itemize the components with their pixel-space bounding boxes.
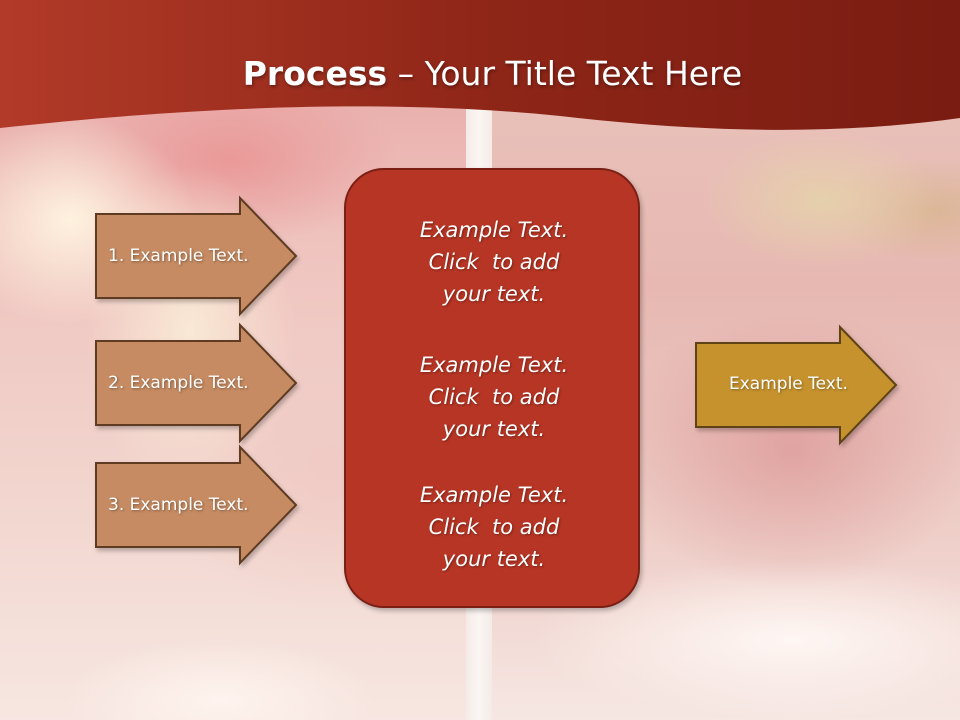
input-arrow-label-1: 1. Example Text. [108, 246, 249, 266]
center-text-block-3: Example Text. Click to add your text. [346, 479, 642, 575]
slide-title: Process – Your Title Text Here [0, 52, 960, 96]
input-arrow-1[interactable] [95, 195, 298, 317]
center-block-2-line-1: Example Text. [419, 353, 569, 377]
input-arrow-label-2: 2. Example Text. [108, 373, 249, 393]
output-arrow-label: Example Text. [729, 374, 848, 394]
input-arrow-label-3: 3. Example Text. [108, 495, 249, 515]
title-banner [0, 0, 960, 130]
center-text-block-2: Example Text. Click to add your text. [346, 349, 642, 445]
center-block-3-line-2: Click to add [428, 515, 560, 539]
title-separator: – [387, 54, 425, 93]
center-block-1-line-1: Example Text. [419, 218, 569, 242]
input-arrow-3[interactable] [95, 444, 298, 566]
center-block-2-line-2: Click to add [428, 385, 560, 409]
center-block-1-line-2: Click to add [428, 250, 560, 274]
output-arrow[interactable] [695, 324, 898, 446]
center-block-3-line-1: Example Text. [419, 483, 569, 507]
center-block-2-line-3: your text. [442, 417, 546, 441]
center-block-3-line-3: your text. [442, 547, 546, 571]
title-bold-text: Process [242, 54, 388, 93]
input-arrow-2[interactable] [95, 322, 298, 444]
center-text-block-1: Example Text. Click to add your text. [346, 214, 642, 310]
center-process-box[interactable]: Example Text. Click to add your text. Ex… [344, 168, 640, 608]
title-rest-text: Your Title Text Here [424, 54, 743, 93]
center-block-1-line-3: your text. [442, 282, 546, 306]
